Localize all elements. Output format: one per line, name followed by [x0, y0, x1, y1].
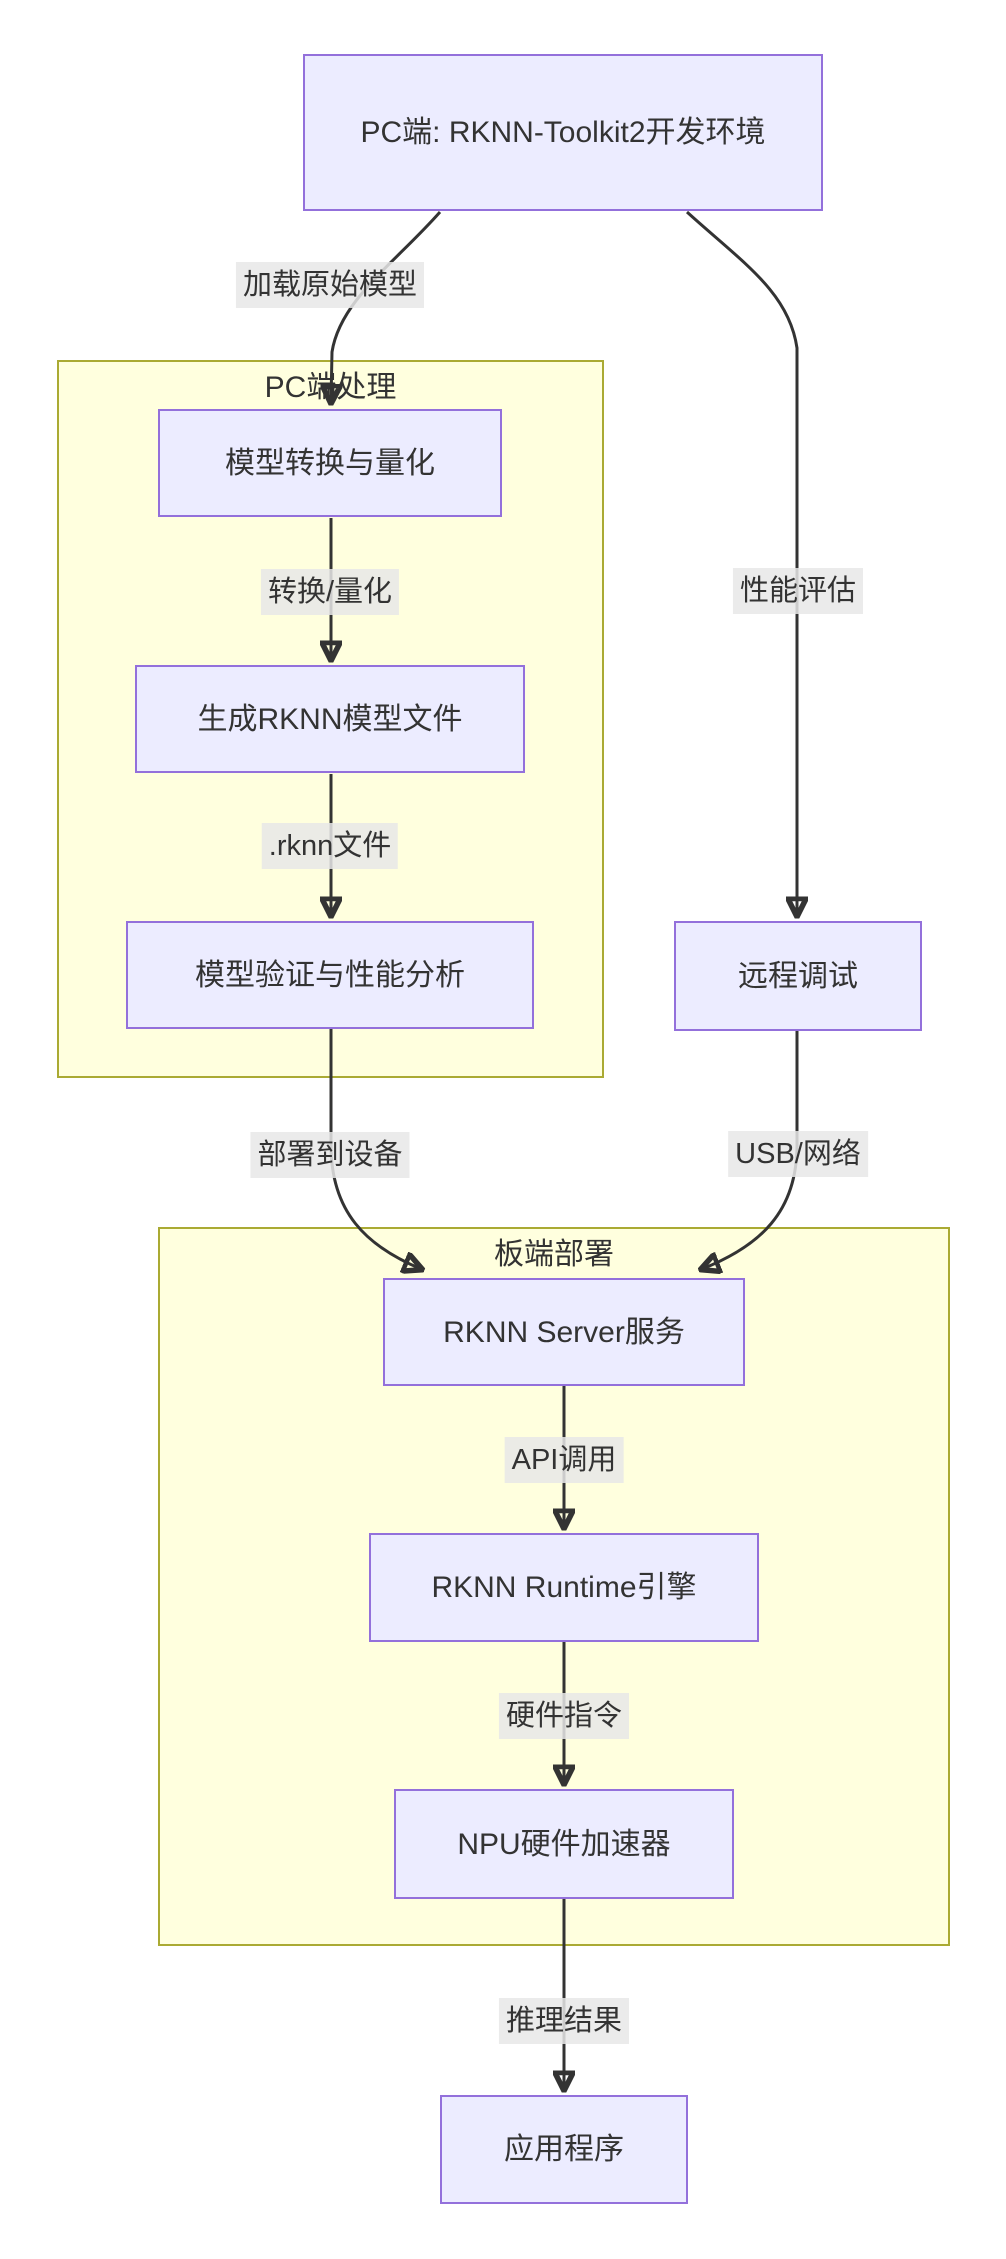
node-npu-accelerator: NPU硬件加速器 — [394, 1789, 734, 1899]
edge-label-usb-net: USB/网络 — [728, 1131, 868, 1177]
node-application: 应用程序 — [440, 2095, 688, 2204]
edge-label-api-call: API调用 — [504, 1437, 624, 1483]
edge-perf-eval — [685, 210, 797, 915]
edge-label-load-model: 加载原始模型 — [235, 262, 425, 308]
edge-label-infer-result: 推理结果 — [498, 1998, 630, 2044]
node-remote-debug: 远程调试 — [674, 921, 922, 1031]
node-generate-rknn-model-label: 生成RKNN模型文件 — [197, 702, 463, 736]
edge-label-deploy: 部署到设备 — [250, 1132, 410, 1178]
node-pc-toolkit-env-label: PC端: RKNN-Toolkit2开发环境 — [360, 116, 766, 149]
node-model-validate-perf: 模型验证与性能分析 — [126, 921, 534, 1029]
node-model-convert-quant-label: 模型转换与量化 — [225, 446, 435, 480]
node-rknn-runtime: RKNN Runtime引擎 — [369, 1533, 759, 1642]
node-rknn-server-label: RKNN Server服务 — [443, 1315, 685, 1349]
edge-label-perf-eval: 性能评估 — [732, 568, 864, 614]
node-application-label: 应用程序 — [504, 2133, 624, 2166]
node-npu-accelerator-label: NPU硬件加速器 — [457, 1827, 671, 1861]
cluster-board-deployment-title: 板端部署 — [494, 1238, 614, 1271]
edge-label-rknn-file: .rknn文件 — [261, 823, 399, 869]
node-model-convert-quant: 模型转换与量化 — [158, 409, 502, 517]
node-rknn-runtime-label: RKNN Runtime引擎 — [431, 1571, 697, 1604]
node-pc-toolkit-env: PC端: RKNN-Toolkit2开发环境 — [303, 54, 823, 211]
node-model-validate-perf-label: 模型验证与性能分析 — [195, 958, 465, 992]
node-generate-rknn-model: 生成RKNN模型文件 — [135, 665, 525, 773]
edge-label-hw-inst: 硬件指令 — [498, 1693, 630, 1739]
node-rknn-server: RKNN Server服务 — [383, 1278, 745, 1386]
edge-label-convert-quant: 转换/量化 — [260, 569, 400, 615]
node-remote-debug-label: 远程调试 — [738, 959, 858, 993]
